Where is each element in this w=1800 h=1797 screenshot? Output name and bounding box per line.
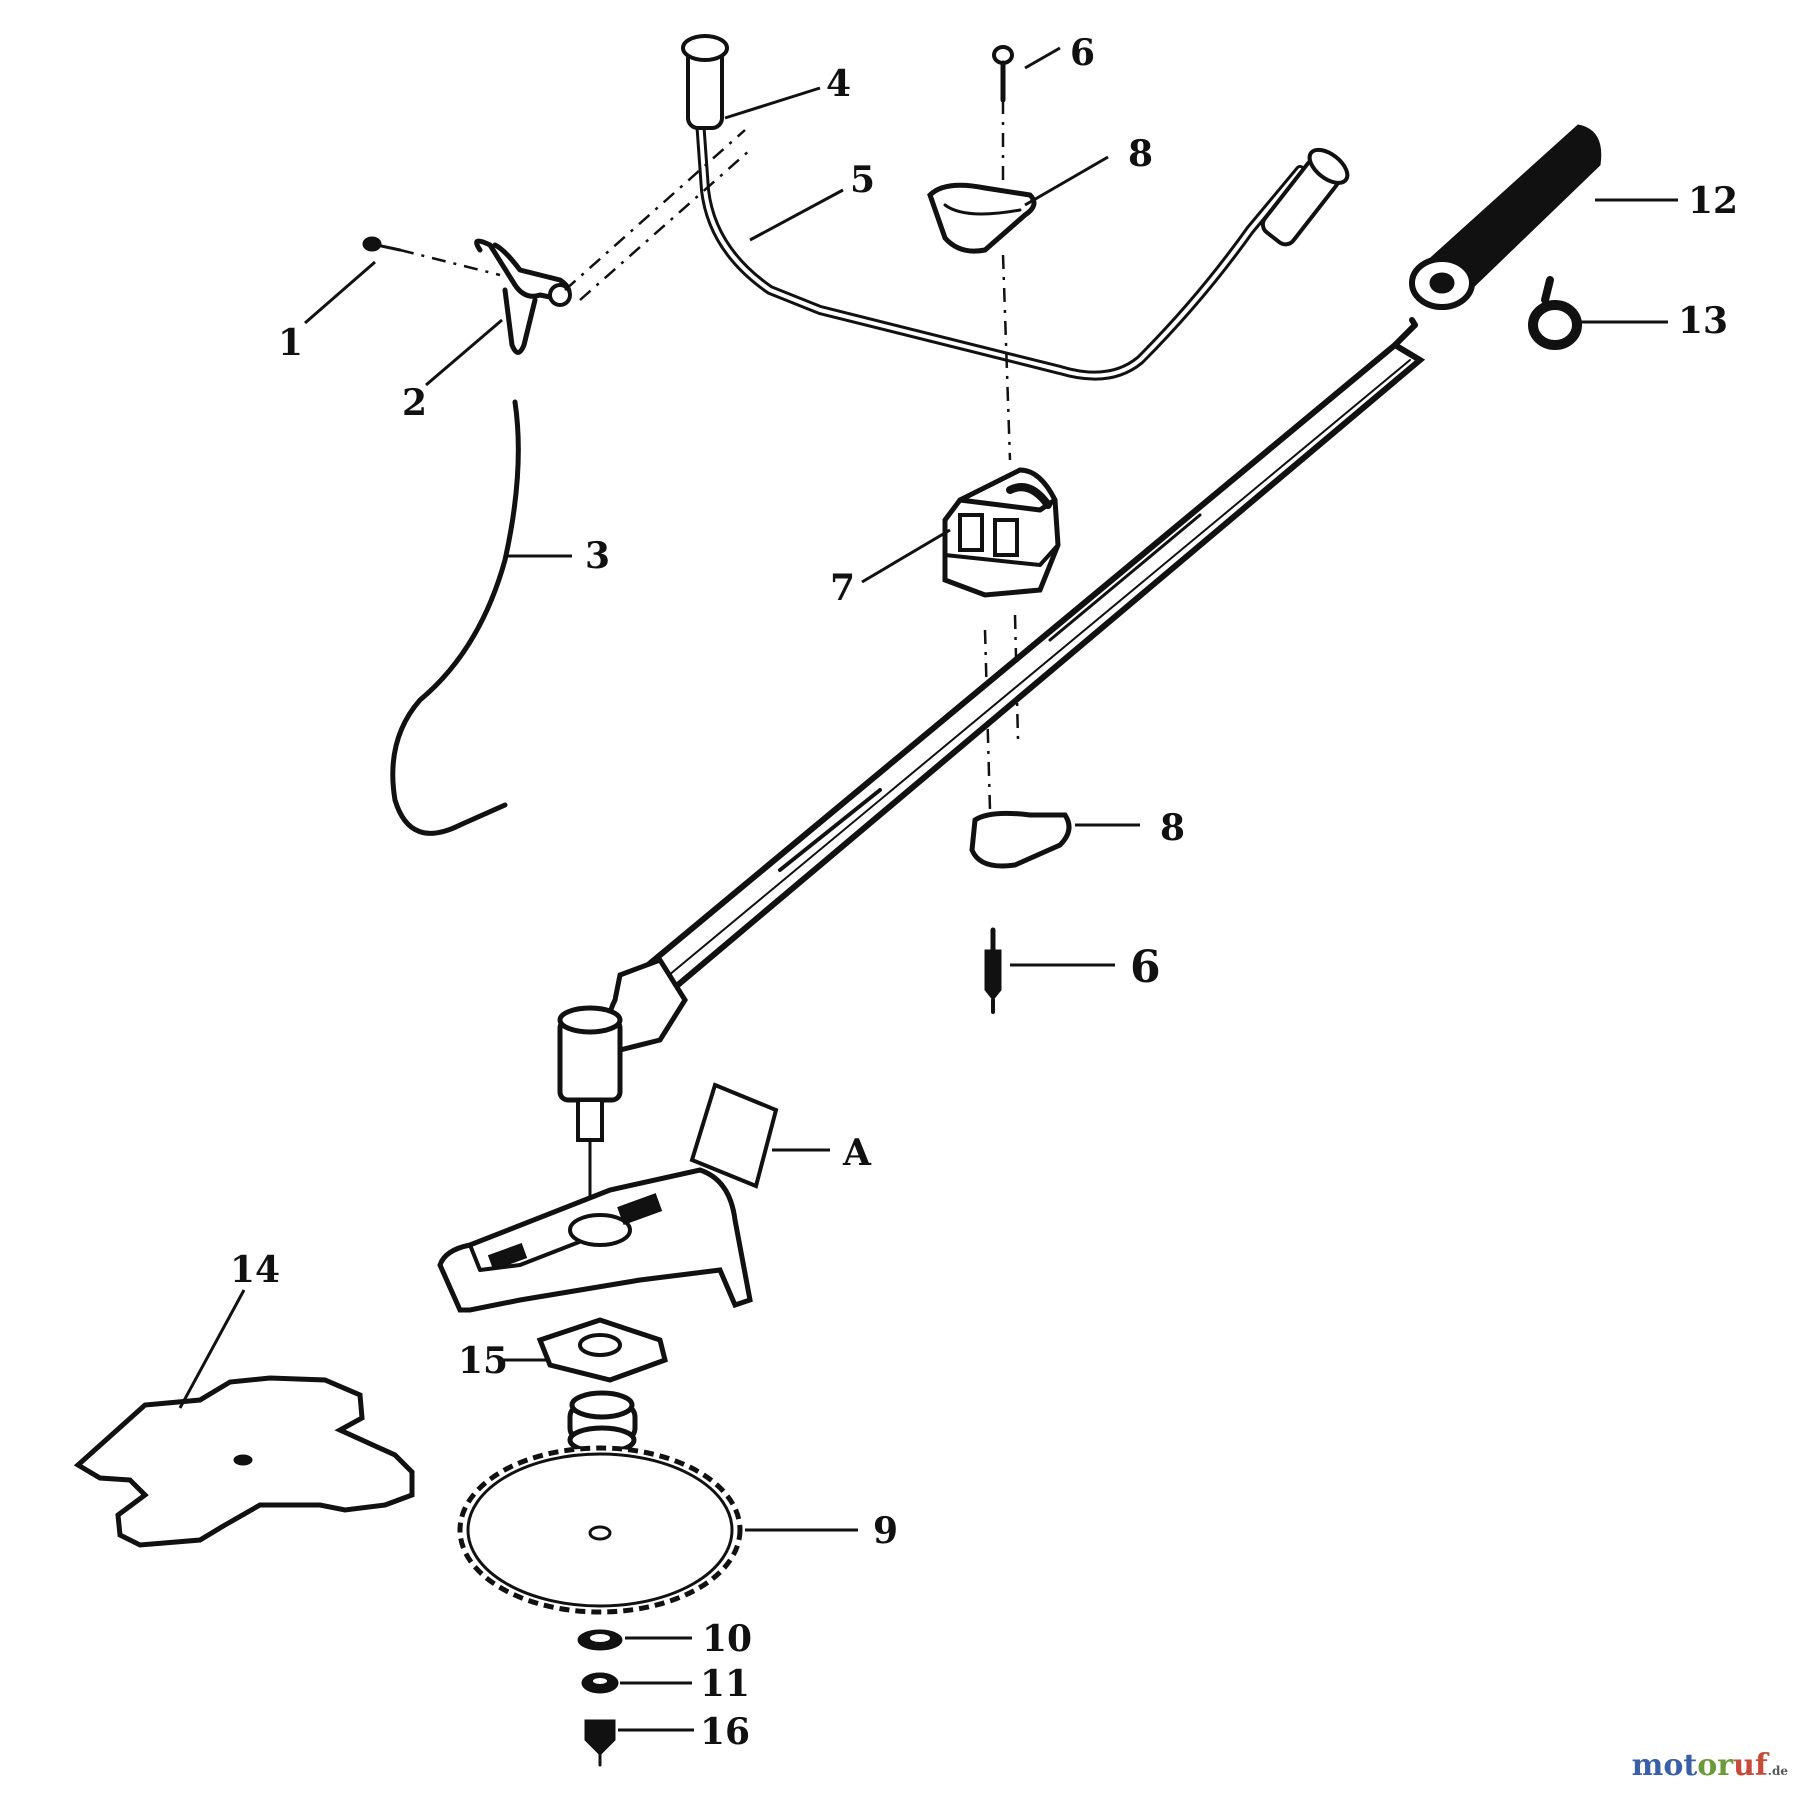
callout-2: 2 [402,382,427,424]
saw-blade-part-9 [457,1445,743,1615]
screw-part-1 [362,236,501,277]
bolt-top-part-6 [992,45,1014,180]
callout-6-top: 6 [1070,32,1095,74]
washer-part-11 [581,1672,619,1694]
washer-part-10 [577,1629,623,1651]
watermark-part-3: uf [1733,1748,1768,1783]
blade-guard [437,1167,753,1313]
decal-part-A [689,1082,779,1189]
gear-head [557,956,688,1202]
callout-8-top: 8 [1128,133,1153,175]
clamp-block-part-7 [942,467,1061,598]
throttle-cable-part-3 [390,399,521,836]
leader-lines [178,46,1678,1732]
clip-part-13 [1528,276,1582,350]
callout-15: 15 [458,1340,508,1382]
bolt-bottom-part-6 [984,927,1002,1014]
clamp-top-part-8 [927,182,1037,254]
callout-4: 4 [826,63,851,105]
callout-12: 12 [1688,180,1738,222]
callout-9: 9 [873,1510,898,1552]
callout-13: 13 [1678,300,1728,342]
callout-labels: 1 2 3 4 5 6 8 7 8 6 12 13 A 14 15 9 10 1… [230,32,1738,1753]
grip-tube-part-12 [1409,124,1602,310]
watermark-logo: motoruf.de [1632,1748,1788,1783]
nut-part-16 [584,1719,616,1767]
callout-1: 1 [278,322,303,364]
callout-14: 14 [230,1249,280,1291]
right-grip [1260,147,1350,247]
watermark-part-2: or [1697,1748,1734,1783]
callout-7: 7 [830,567,855,609]
throttle-trigger-part-2 [474,129,751,355]
watermark-part-4: .de [1767,1764,1788,1778]
clamp-bottom-part-8 [969,810,1072,869]
callout-10: 10 [702,1618,752,1660]
callout-3: 3 [585,535,610,577]
drive-shaft-tube [624,317,1426,1004]
handle-bar [681,34,1350,381]
callout-11: 11 [700,1663,750,1705]
callout-16: 16 [700,1711,750,1753]
callout-8-bottom: 8 [1160,807,1185,849]
callout-5: 5 [850,159,875,201]
callout-6-bottom: 6 [1130,942,1161,993]
callout-A: A [842,1132,872,1174]
watermark-part-1: mot [1631,1748,1698,1783]
plate-part-15 [536,1317,668,1383]
